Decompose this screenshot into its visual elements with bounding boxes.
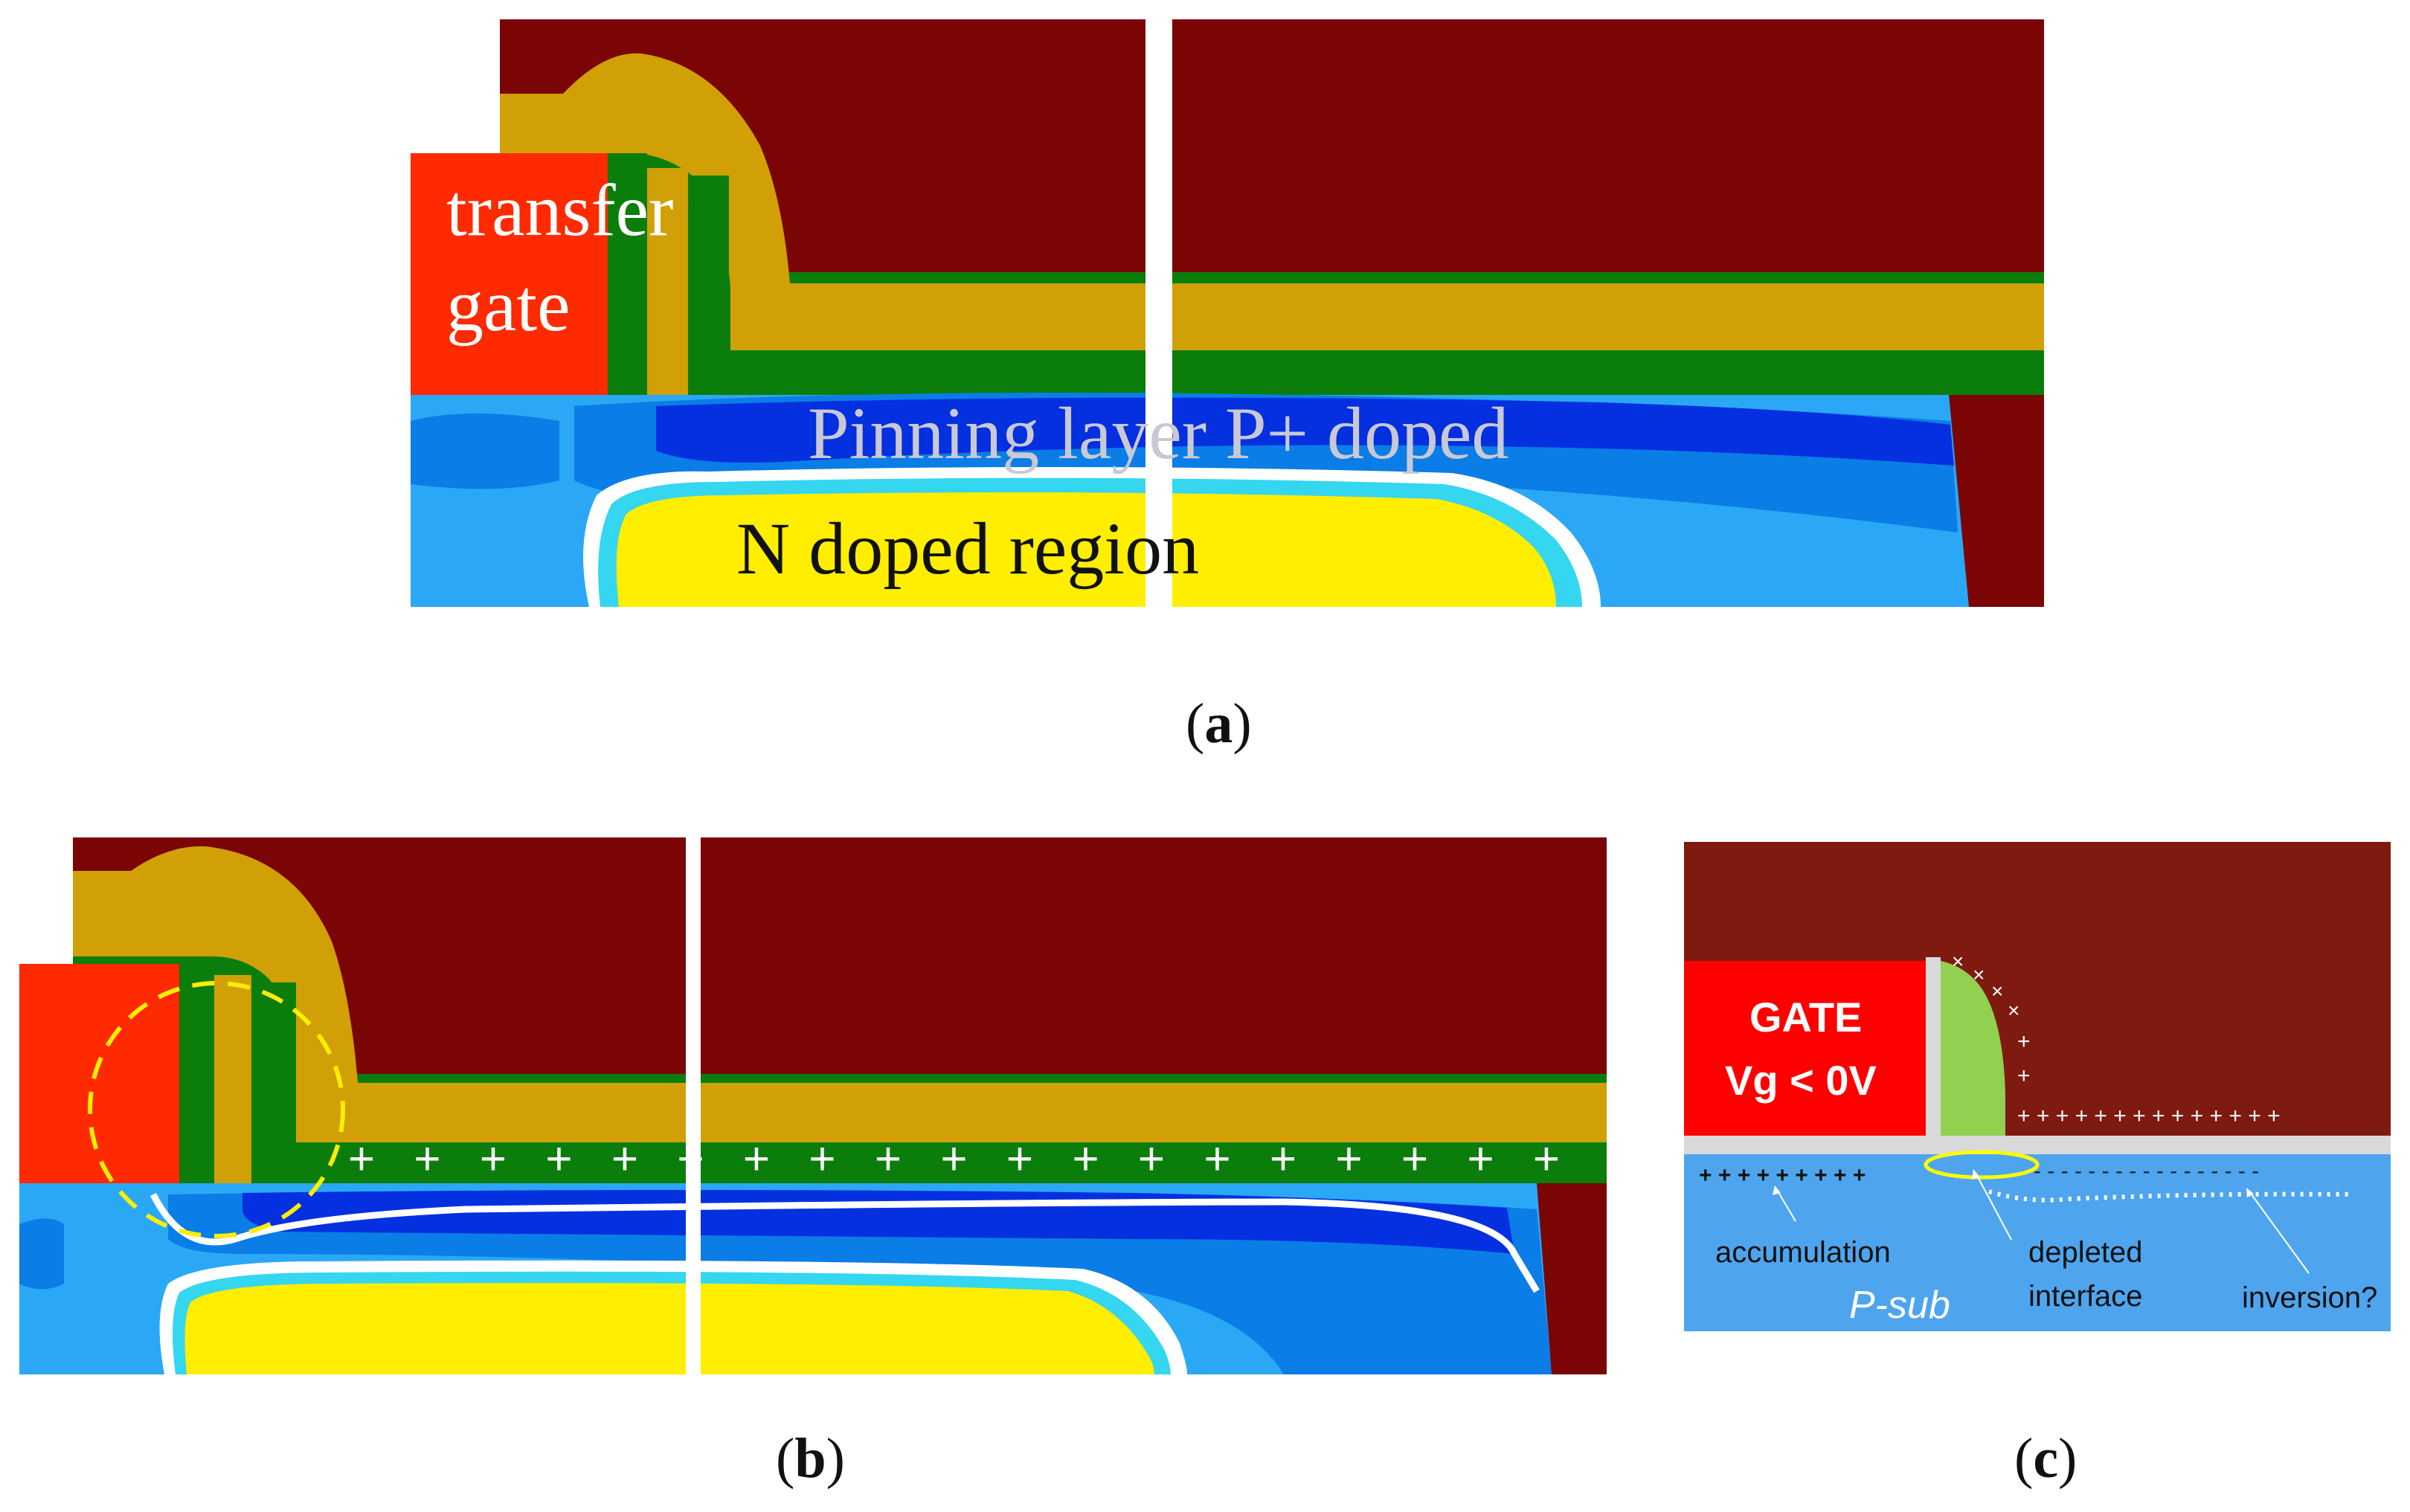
panel-b-plus-sign: +	[677, 1133, 704, 1185]
panel-a-gate-label-line2: gate	[446, 264, 571, 347]
panel-b-plus-sign: +	[1138, 1133, 1165, 1185]
panel-b-plus-sign: +	[1072, 1133, 1099, 1185]
panel-c-inversion-label: inversion?	[2242, 1281, 2377, 1314]
panel-b: + + + + + + + + + + + + + + + + + + +	[19, 837, 1607, 1374]
panel-b-plus-sign: +	[480, 1133, 507, 1185]
panel-b-plus-sign: +	[1401, 1133, 1428, 1185]
panel-b-plus-sign: +	[1335, 1133, 1362, 1185]
panel-c-depleted-label-line2: interface	[2028, 1280, 2142, 1313]
panel-b-gold-layer	[73, 846, 1607, 1142]
panel-c-substrate-label: P-sub	[1849, 1284, 1950, 1327]
caption-a: (a)	[1186, 692, 1252, 755]
panel-b-plus-sign: +	[611, 1133, 638, 1185]
panel-a-pinning-label: Pinning layer P+ doped	[808, 392, 1508, 474]
panel-c-spacer	[1941, 961, 2005, 1136]
panel-c-spacer-charges: + + + + + + + + + + + + + +	[2017, 1104, 2281, 1128]
svg-text:+: +	[2017, 1064, 2031, 1088]
svg-text:×: ×	[1991, 979, 2003, 1003]
panel-b-plus-sign: +	[940, 1133, 967, 1185]
panel-b-plus-sign: +	[1467, 1133, 1494, 1185]
panel-c-interface-layer	[1684, 1136, 2391, 1154]
panel-a-transfer-gate	[411, 153, 608, 395]
panel-c-depleted-label-line1: depleted	[2028, 1236, 2142, 1269]
panel-b-plus-sign: +	[875, 1133, 902, 1185]
panel-b-plus-sign: +	[1006, 1133, 1033, 1185]
panel-a: transfer gate Pinning layer P+ doped N d…	[411, 19, 2044, 607]
panel-a-diagram: transfer gate Pinning layer P+ doped N d…	[411, 19, 2044, 607]
panel-c-depleted-marker	[1924, 1150, 2040, 1180]
panel-a-n-region-label: N doped region	[736, 507, 1199, 590]
svg-text:×: ×	[1973, 963, 1985, 986]
svg-text:×: ×	[1952, 950, 1964, 973]
panel-b-plus-sign: +	[809, 1133, 835, 1185]
panel-b-plus-sign: +	[743, 1133, 770, 1185]
panel-b-plus-sign: +	[1533, 1133, 1560, 1185]
panel-a-n-doped-region	[616, 492, 1556, 607]
panel-c-gate	[1684, 961, 1926, 1136]
panel-b-highlight-circle	[88, 981, 345, 1238]
panel-b-plus-sign: +	[414, 1133, 440, 1185]
panel-a-gold-layer	[500, 53, 2044, 350]
panel-b-plus-sign: +	[545, 1133, 572, 1185]
svg-text:+: +	[2017, 1029, 2031, 1054]
svg-text:×: ×	[2008, 999, 2019, 1022]
panel-c-diagram: × × × × + + + + + + + + + + + + + + + + …	[1684, 842, 2391, 1331]
panel-b-diagram: + + + + + + + + + + + + + + + + + + +	[19, 837, 1607, 1374]
panel-c-gate-label-line2: Vg < 0V	[1725, 1057, 1877, 1104]
panel-b-plus-sign: +	[348, 1133, 375, 1185]
panel-b-n-doped-region	[184, 1283, 1155, 1374]
panel-c-substrate	[1684, 1154, 2391, 1331]
caption-c: (c)	[2014, 1427, 2078, 1490]
panel-b-plus-sign: +	[1204, 1133, 1230, 1185]
panel-c-inversion-charges: - - - - - - - - - - - - - - - - -	[2034, 1159, 2259, 1183]
panel-c-accumulation-label: accumulation	[1715, 1236, 1891, 1269]
panel-c: × × × × + + + + + + + + + + + + + + + + …	[1684, 842, 2391, 1331]
panel-c-accumulation-charges: + + + + + + + + +	[1699, 1163, 1866, 1188]
panel-a-gate-label-line1: transfer	[446, 169, 673, 251]
panel-b-transfer-gate	[19, 964, 179, 1183]
panel-b-plus-sign: +	[1270, 1133, 1296, 1185]
panel-b-plus-row: + + + + + + + + + + + + + + + + + + +	[348, 1133, 1560, 1185]
panel-c-gate-label-line1: GATE	[1749, 994, 1862, 1040]
caption-b: (b)	[776, 1427, 845, 1490]
